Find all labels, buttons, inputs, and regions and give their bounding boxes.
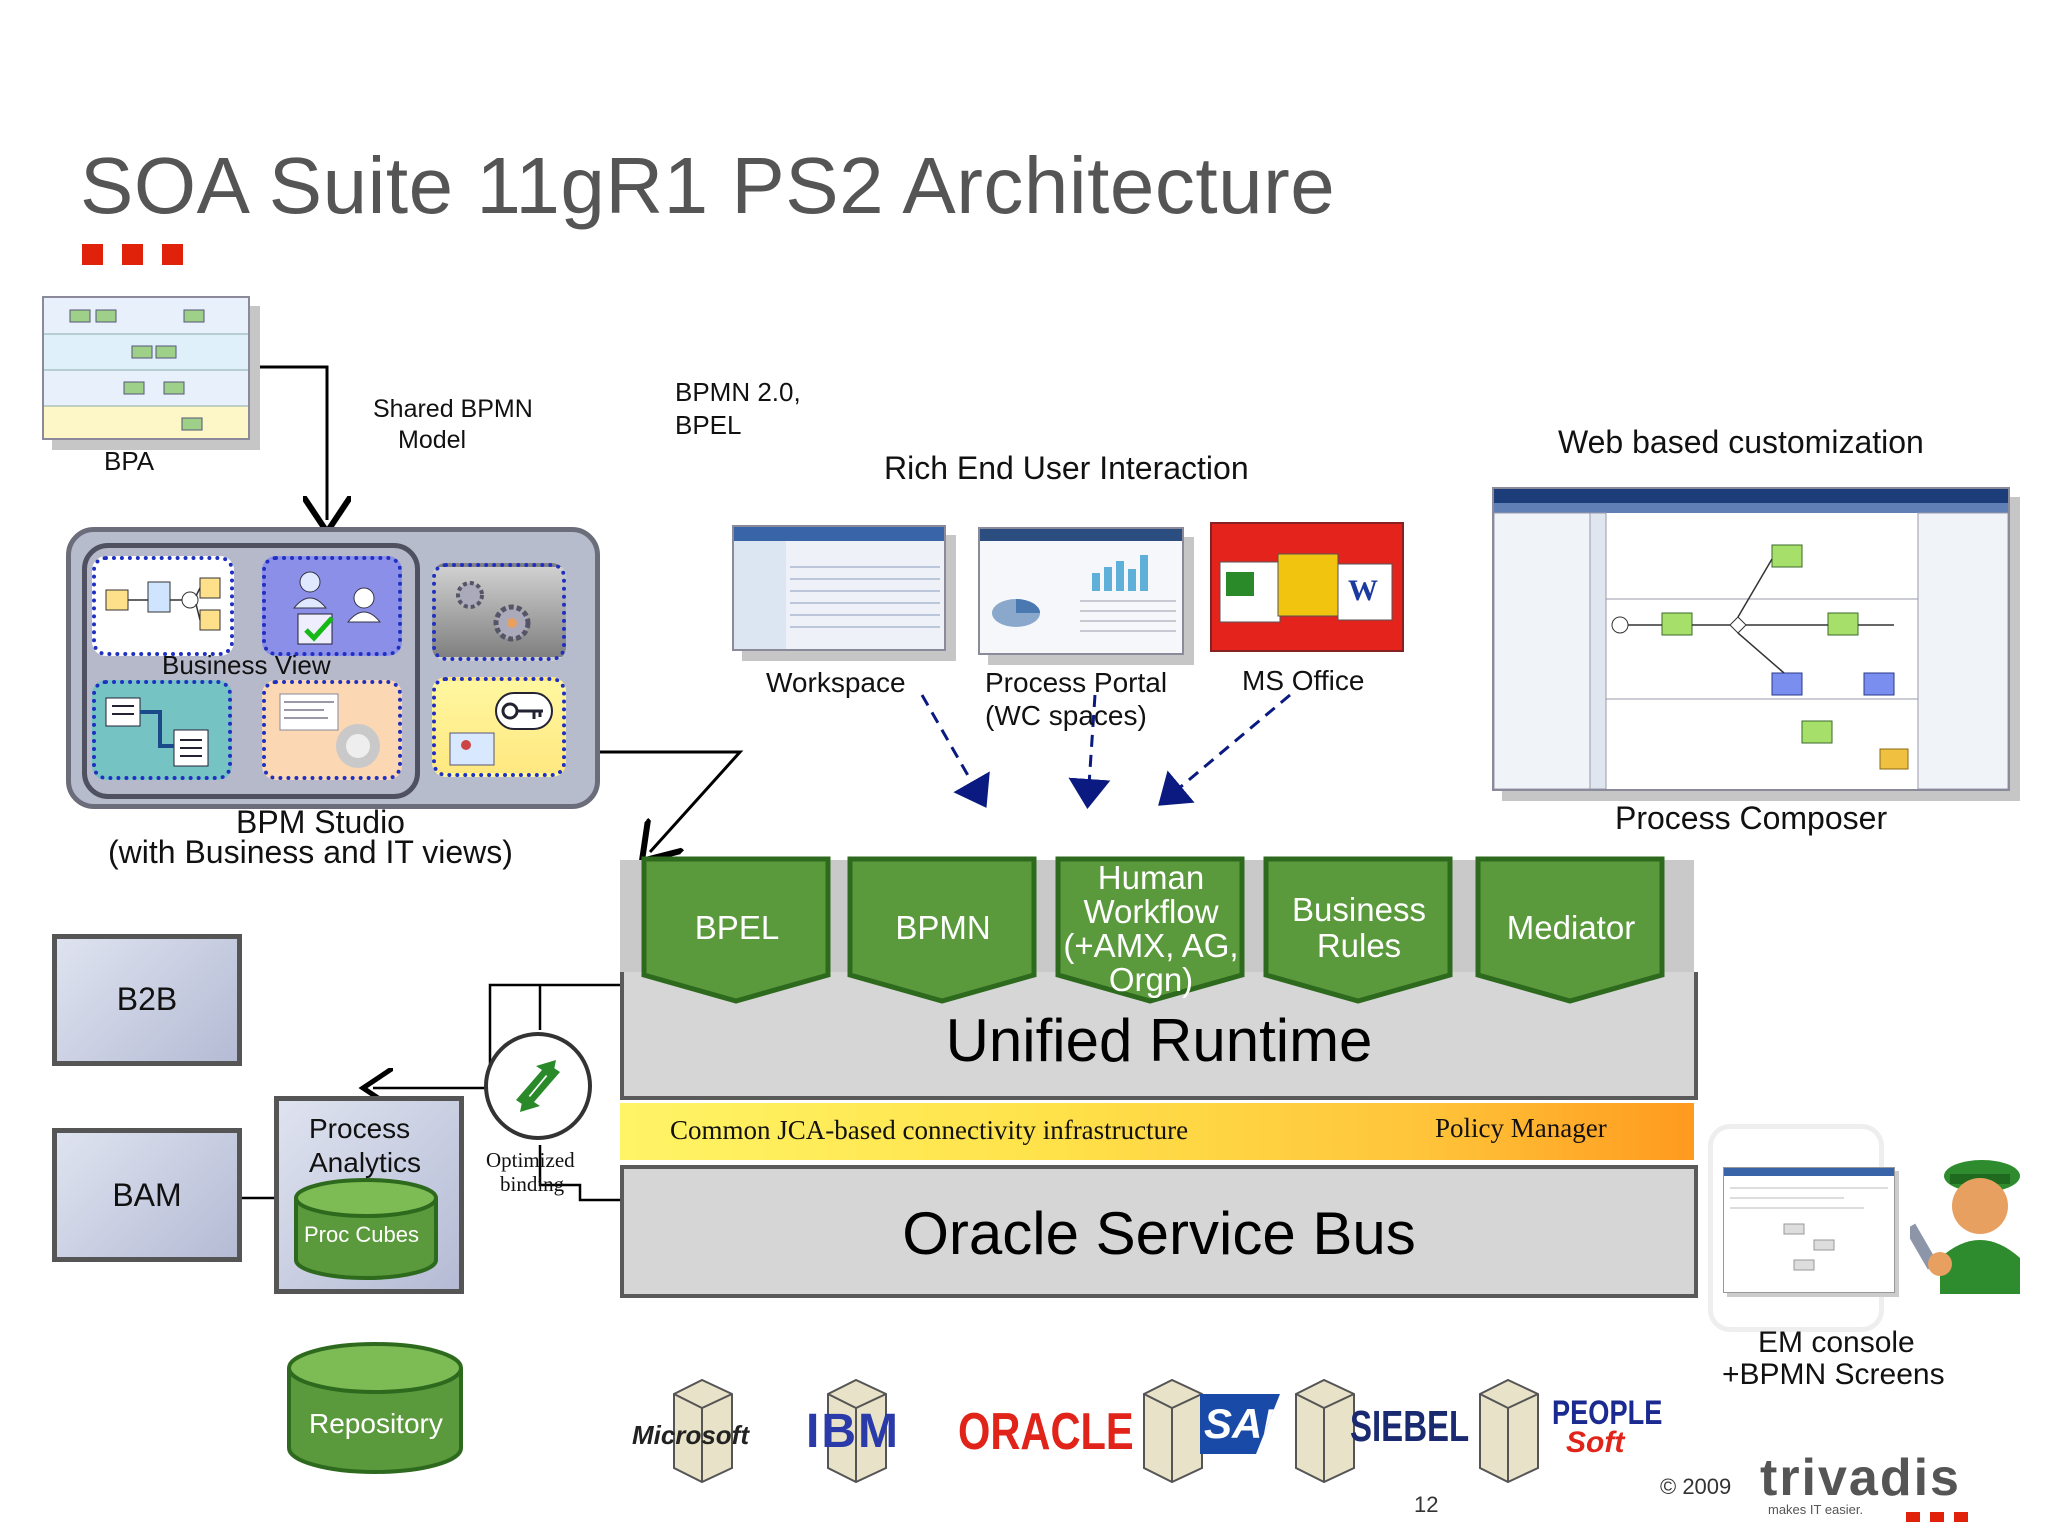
bam-label: BAM	[112, 1177, 182, 1213]
policy-manager-label: Policy Manager	[1435, 1113, 1607, 1143]
server-icon	[673, 1378, 733, 1484]
em-console-label-line1: EM console	[1758, 1326, 1915, 1359]
page-title: SOA Suite 11gR1 PS2 Architecture	[80, 141, 1336, 230]
peoplesoft-logo-line1: PEOPLE	[1552, 1394, 1663, 1432]
title-marker	[82, 244, 103, 265]
bpmn-component-label: BPMN	[895, 909, 991, 946]
copyright-text: © 2009	[1660, 1474, 1732, 1499]
process-portal-label-line1: Process Portal	[985, 667, 1168, 698]
unified-runtime-label: Unified Runtime	[945, 1007, 1373, 1074]
process-analytics-label-line2: Analytics	[309, 1147, 422, 1178]
b2b-box: B2B	[52, 934, 242, 1066]
business-rules-component: Business Rules	[1262, 855, 1456, 1005]
server-icon	[1295, 1378, 1355, 1484]
it-services-tile	[432, 563, 566, 661]
trivadis-logo: trivadis	[1760, 1449, 1961, 1507]
optimized-binding-icon	[484, 1032, 592, 1140]
title-marker	[122, 244, 143, 265]
bpm-studio-label-line2: (with Business and IT views)	[108, 834, 513, 870]
business-view-label: Business View	[162, 650, 331, 680]
bpmn-bpel-label-line2: BPEL	[675, 410, 742, 440]
trivadis-tagline: makes IT easier.	[1768, 1502, 1864, 1517]
repository-label: Repository	[309, 1408, 443, 1439]
web-customization-label: Web based customization	[1558, 424, 1924, 460]
repository-cylinder	[287, 1342, 463, 1474]
rich-end-user-label: Rich End User Interaction	[884, 450, 1249, 486]
jca-connectivity-bar: Common JCA-based connectivity infrastruc…	[620, 1103, 1694, 1160]
process-model-tile	[92, 556, 234, 656]
jca-label: Common JCA-based connectivity infrastruc…	[670, 1115, 1189, 1145]
optimized-binding-label-line1: Optimized	[486, 1148, 575, 1172]
page-number: 12	[1414, 1492, 1439, 1517]
osb-label: Oracle Service Bus	[902, 1200, 1416, 1267]
mechanic-icon	[1910, 1160, 2020, 1294]
brand-marker	[1954, 1512, 1968, 1522]
key-icon	[449, 692, 553, 766]
oracle-service-bus-box: Oracle Service Bus	[620, 1165, 1698, 1298]
bpa-label: BPA	[104, 446, 155, 476]
server-icon	[1479, 1378, 1539, 1484]
peoplesoft-logo-line2: Soft	[1566, 1426, 1625, 1459]
brand-marker	[1930, 1512, 1944, 1522]
data-structure-icon	[105, 697, 209, 767]
gears-icon	[456, 581, 531, 642]
ui-form-tile	[262, 680, 402, 780]
title-marker	[162, 244, 183, 265]
proc-cubes-label: Proc Cubes	[304, 1222, 419, 1247]
ibm-logo: IBM	[806, 1405, 900, 1458]
workspace-label: Workspace	[766, 667, 906, 698]
proc-cubes-cylinder	[294, 1178, 438, 1280]
shared-bpmn-label-line2: Model	[398, 426, 467, 454]
ms-office-logos: W	[1210, 522, 1404, 652]
b2b-label: B2B	[116, 981, 178, 1017]
business-rules-label-line2: Rules	[1316, 927, 1402, 964]
server-icon	[827, 1378, 887, 1484]
process-portal-label-line2: (WC spaces)	[985, 700, 1147, 731]
human-workflow-label-line3: (+AMX, AG,	[1063, 927, 1239, 964]
optimized-binding-label-line2: binding	[500, 1172, 565, 1196]
security-tile	[432, 677, 566, 777]
process-flow-icon	[105, 577, 221, 631]
svg-text:W: W	[1348, 574, 1378, 607]
process-analytics-label-line1: Process	[309, 1113, 411, 1144]
bpel-component-label: BPEL	[694, 909, 780, 946]
user-task-icon	[292, 571, 382, 645]
form-preview-icon	[279, 693, 380, 768]
process-composer-label: Process Composer	[1615, 800, 1888, 836]
human-workflow-label-line1: Human	[1097, 859, 1205, 896]
bam-box: BAM	[52, 1128, 242, 1262]
microsoft-logo: Microsoft	[632, 1420, 749, 1450]
human-workflow-label-line2: Workflow	[1083, 893, 1219, 930]
human-task-tile	[262, 556, 402, 656]
ms-office-label: MS Office	[1242, 665, 1365, 696]
process-portal-screenshot	[978, 527, 1184, 655]
bpa-diagram-thumbnail	[42, 296, 250, 440]
workspace-screenshot	[732, 525, 946, 651]
bpmn-bpel-label-line1: BPMN 2.0,	[675, 377, 801, 407]
sap-logo: SAP	[1200, 1394, 1280, 1454]
siebel-logo: SIEBEL	[1350, 1402, 1470, 1451]
em-console-frame	[1708, 1124, 1895, 1332]
human-workflow-label-line4: Orgn)	[1108, 961, 1194, 998]
mediator-component: Mediator	[1474, 855, 1668, 1005]
brand-marker	[1906, 1512, 1920, 1522]
bpm-studio-label-line1: BPM Studio	[236, 804, 405, 840]
server-icon	[1143, 1378, 1203, 1484]
mediator-component-label: Mediator	[1506, 909, 1636, 946]
human-workflow-component: Human Workflow (+AMX, AG, Orgn)	[1054, 855, 1248, 1005]
em-console-label-line2: +BPMN Screens	[1722, 1358, 1945, 1391]
oracle-logo: ORACLE	[958, 1403, 1134, 1461]
em-console-screenshot	[1723, 1167, 1895, 1293]
bpel-component: BPEL	[640, 855, 834, 1005]
data-model-tile	[92, 680, 232, 780]
shared-bpmn-label-line1: Shared BPMN	[373, 395, 533, 423]
bpmn-component: BPMN	[846, 855, 1040, 1005]
business-rules-label-line1: Business	[1292, 891, 1426, 928]
process-composer-screenshot	[1492, 487, 2010, 791]
